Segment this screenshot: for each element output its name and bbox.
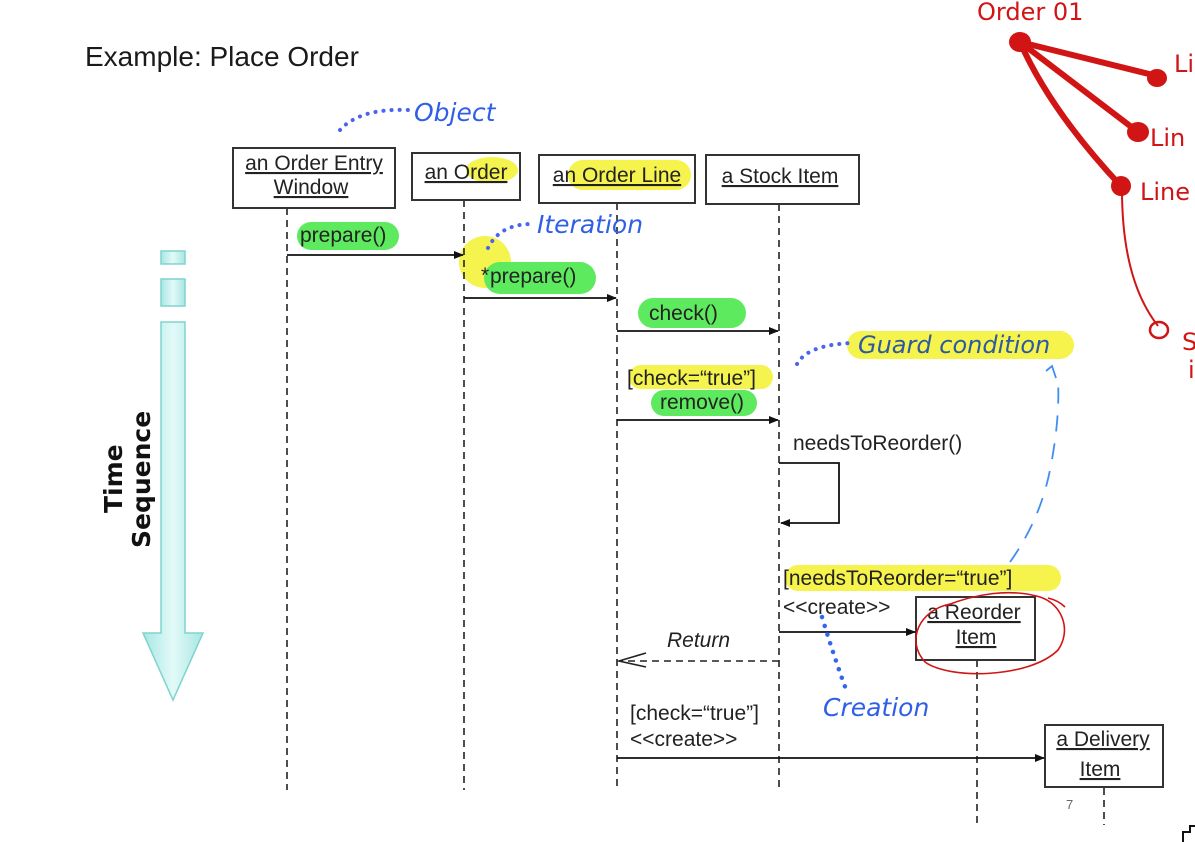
tree-node-1	[1147, 69, 1167, 87]
highlights	[297, 157, 1074, 591]
object-box	[1044, 724, 1164, 788]
object-box	[705, 154, 860, 205]
tree-leaf-label-2: i	[1188, 356, 1195, 384]
annotation-object: Object	[338, 98, 497, 132]
message-prepare-1: prepare()	[287, 224, 464, 259]
message-create-reorder-item: [needsToReorder=“true”] <<create>>	[779, 567, 1012, 636]
message-check: check()	[617, 302, 779, 335]
object-order: an Order	[411, 152, 521, 201]
guard-label: [check=“true”]	[630, 702, 759, 725]
dotted-pointer	[486, 222, 534, 250]
time-label: Time	[99, 444, 128, 513]
message-label: <<create>>	[783, 596, 890, 619]
highlight-needs-to-reorder	[785, 565, 1061, 591]
time-sequence-label: Time Sequence	[99, 411, 156, 548]
highlight-order	[466, 157, 518, 183]
object-label-line2: Item	[1080, 758, 1121, 781]
object-label-line1: an Order	[425, 161, 508, 184]
highlight-remove	[651, 390, 757, 416]
message-needs-to-reorder: needsToReorder()	[779, 432, 962, 527]
tree-node-leaf	[1148, 320, 1170, 340]
object-box	[232, 147, 396, 209]
page-number: 7	[1066, 797, 1073, 812]
tree-edge-1	[1017, 39, 1160, 79]
tree-label-3: Line	[1140, 178, 1190, 206]
annotation-label: Creation	[823, 693, 929, 722]
time-sequence-arrow	[141, 250, 205, 702]
message-label: check()	[649, 302, 718, 325]
tree-label-1: Li	[1174, 50, 1194, 78]
corner-mark	[1182, 825, 1195, 842]
object-order-line: an Order Line	[538, 154, 696, 204]
guard-dashed-link	[1009, 379, 1060, 563]
annotation-creation: Creation	[819, 614, 929, 722]
return-arrowhead	[615, 652, 647, 668]
annotation-guard-condition: Guard condition	[795, 331, 1060, 563]
object-label-line1: a Delivery	[1056, 728, 1150, 751]
object-label-line1: a Stock Item	[722, 165, 839, 188]
message-label: <<create>>	[630, 728, 737, 751]
object-label-line1: an Order Line	[553, 164, 681, 187]
tree-leaf-label-1: S	[1182, 328, 1195, 356]
tree-node-2	[1127, 122, 1149, 142]
guard-label: [needsToReorder=“true”]	[783, 567, 1012, 590]
iteration-star: *	[481, 264, 489, 287]
highlight-order-line	[568, 160, 691, 190]
tree-edge-3	[1017, 39, 1123, 188]
message-label: prepare()	[300, 224, 386, 247]
object-label-line2: Item	[956, 626, 997, 649]
guard-label: [check=“true”]	[627, 367, 756, 390]
highlight-check	[638, 298, 746, 328]
guard-link-arrowhead	[1045, 364, 1057, 379]
object-stock-item: a Stock Item	[705, 154, 860, 205]
object-delivery-item: a Delivery Item	[1044, 724, 1164, 788]
handwritten-tree: Order 01 Li Lin Line S i	[977, 0, 1195, 384]
self-message-arrow	[779, 462, 840, 527]
dotted-pointer	[795, 341, 857, 366]
object-order-entry-window: an Order Entry Window	[232, 147, 396, 209]
highlight-check-true	[629, 365, 773, 389]
object-label-line1: an Order Entry	[245, 152, 383, 175]
message-label: remove()	[660, 391, 744, 414]
time-arrow-dash-2	[160, 278, 186, 307]
sequence-label: Sequence	[127, 411, 156, 548]
tree-root-label: Order 01	[977, 0, 1083, 26]
object-box	[411, 152, 521, 201]
object-reorder-item: a Reorder Item	[915, 596, 1036, 661]
object-label-line1: a Reorder	[927, 601, 1020, 624]
tree-edge-2	[1017, 39, 1141, 135]
tree-edge-4	[1121, 189, 1159, 327]
tree-node-3	[1111, 176, 1131, 196]
message-return: Return	[615, 629, 779, 668]
highlight-prepare-2	[484, 262, 596, 294]
time-arrow-shaft	[141, 321, 205, 702]
message-remove: [check=“true”] remove()	[617, 367, 779, 424]
dotted-pointer	[338, 107, 410, 132]
time-arrow-dash-1	[160, 250, 186, 265]
annotation-label: Iteration	[537, 210, 643, 239]
annotation-iteration: Iteration	[486, 210, 643, 250]
highlight-guard-condition	[847, 331, 1074, 359]
annotation-label: Object	[414, 98, 497, 127]
slide-title: Example: Place Order	[85, 41, 359, 72]
red-circle-highlight	[915, 591, 1066, 675]
annotation-label: Guard condition	[858, 331, 1050, 359]
message-create-delivery-item: [check=“true”] <<create>>	[617, 702, 1045, 762]
highlight-prepare-1	[297, 222, 399, 250]
object-label-line2: Window	[274, 176, 350, 199]
message-label: prepare()	[490, 265, 576, 288]
message-label: needsToReorder()	[793, 432, 962, 455]
message-prepare-2: * prepare()	[464, 264, 617, 302]
object-box	[538, 154, 696, 204]
dotted-pointer	[819, 614, 850, 695]
tree-label-2: Lin	[1150, 124, 1185, 152]
message-label: Return	[667, 629, 730, 652]
tree-node-root	[1009, 32, 1031, 52]
